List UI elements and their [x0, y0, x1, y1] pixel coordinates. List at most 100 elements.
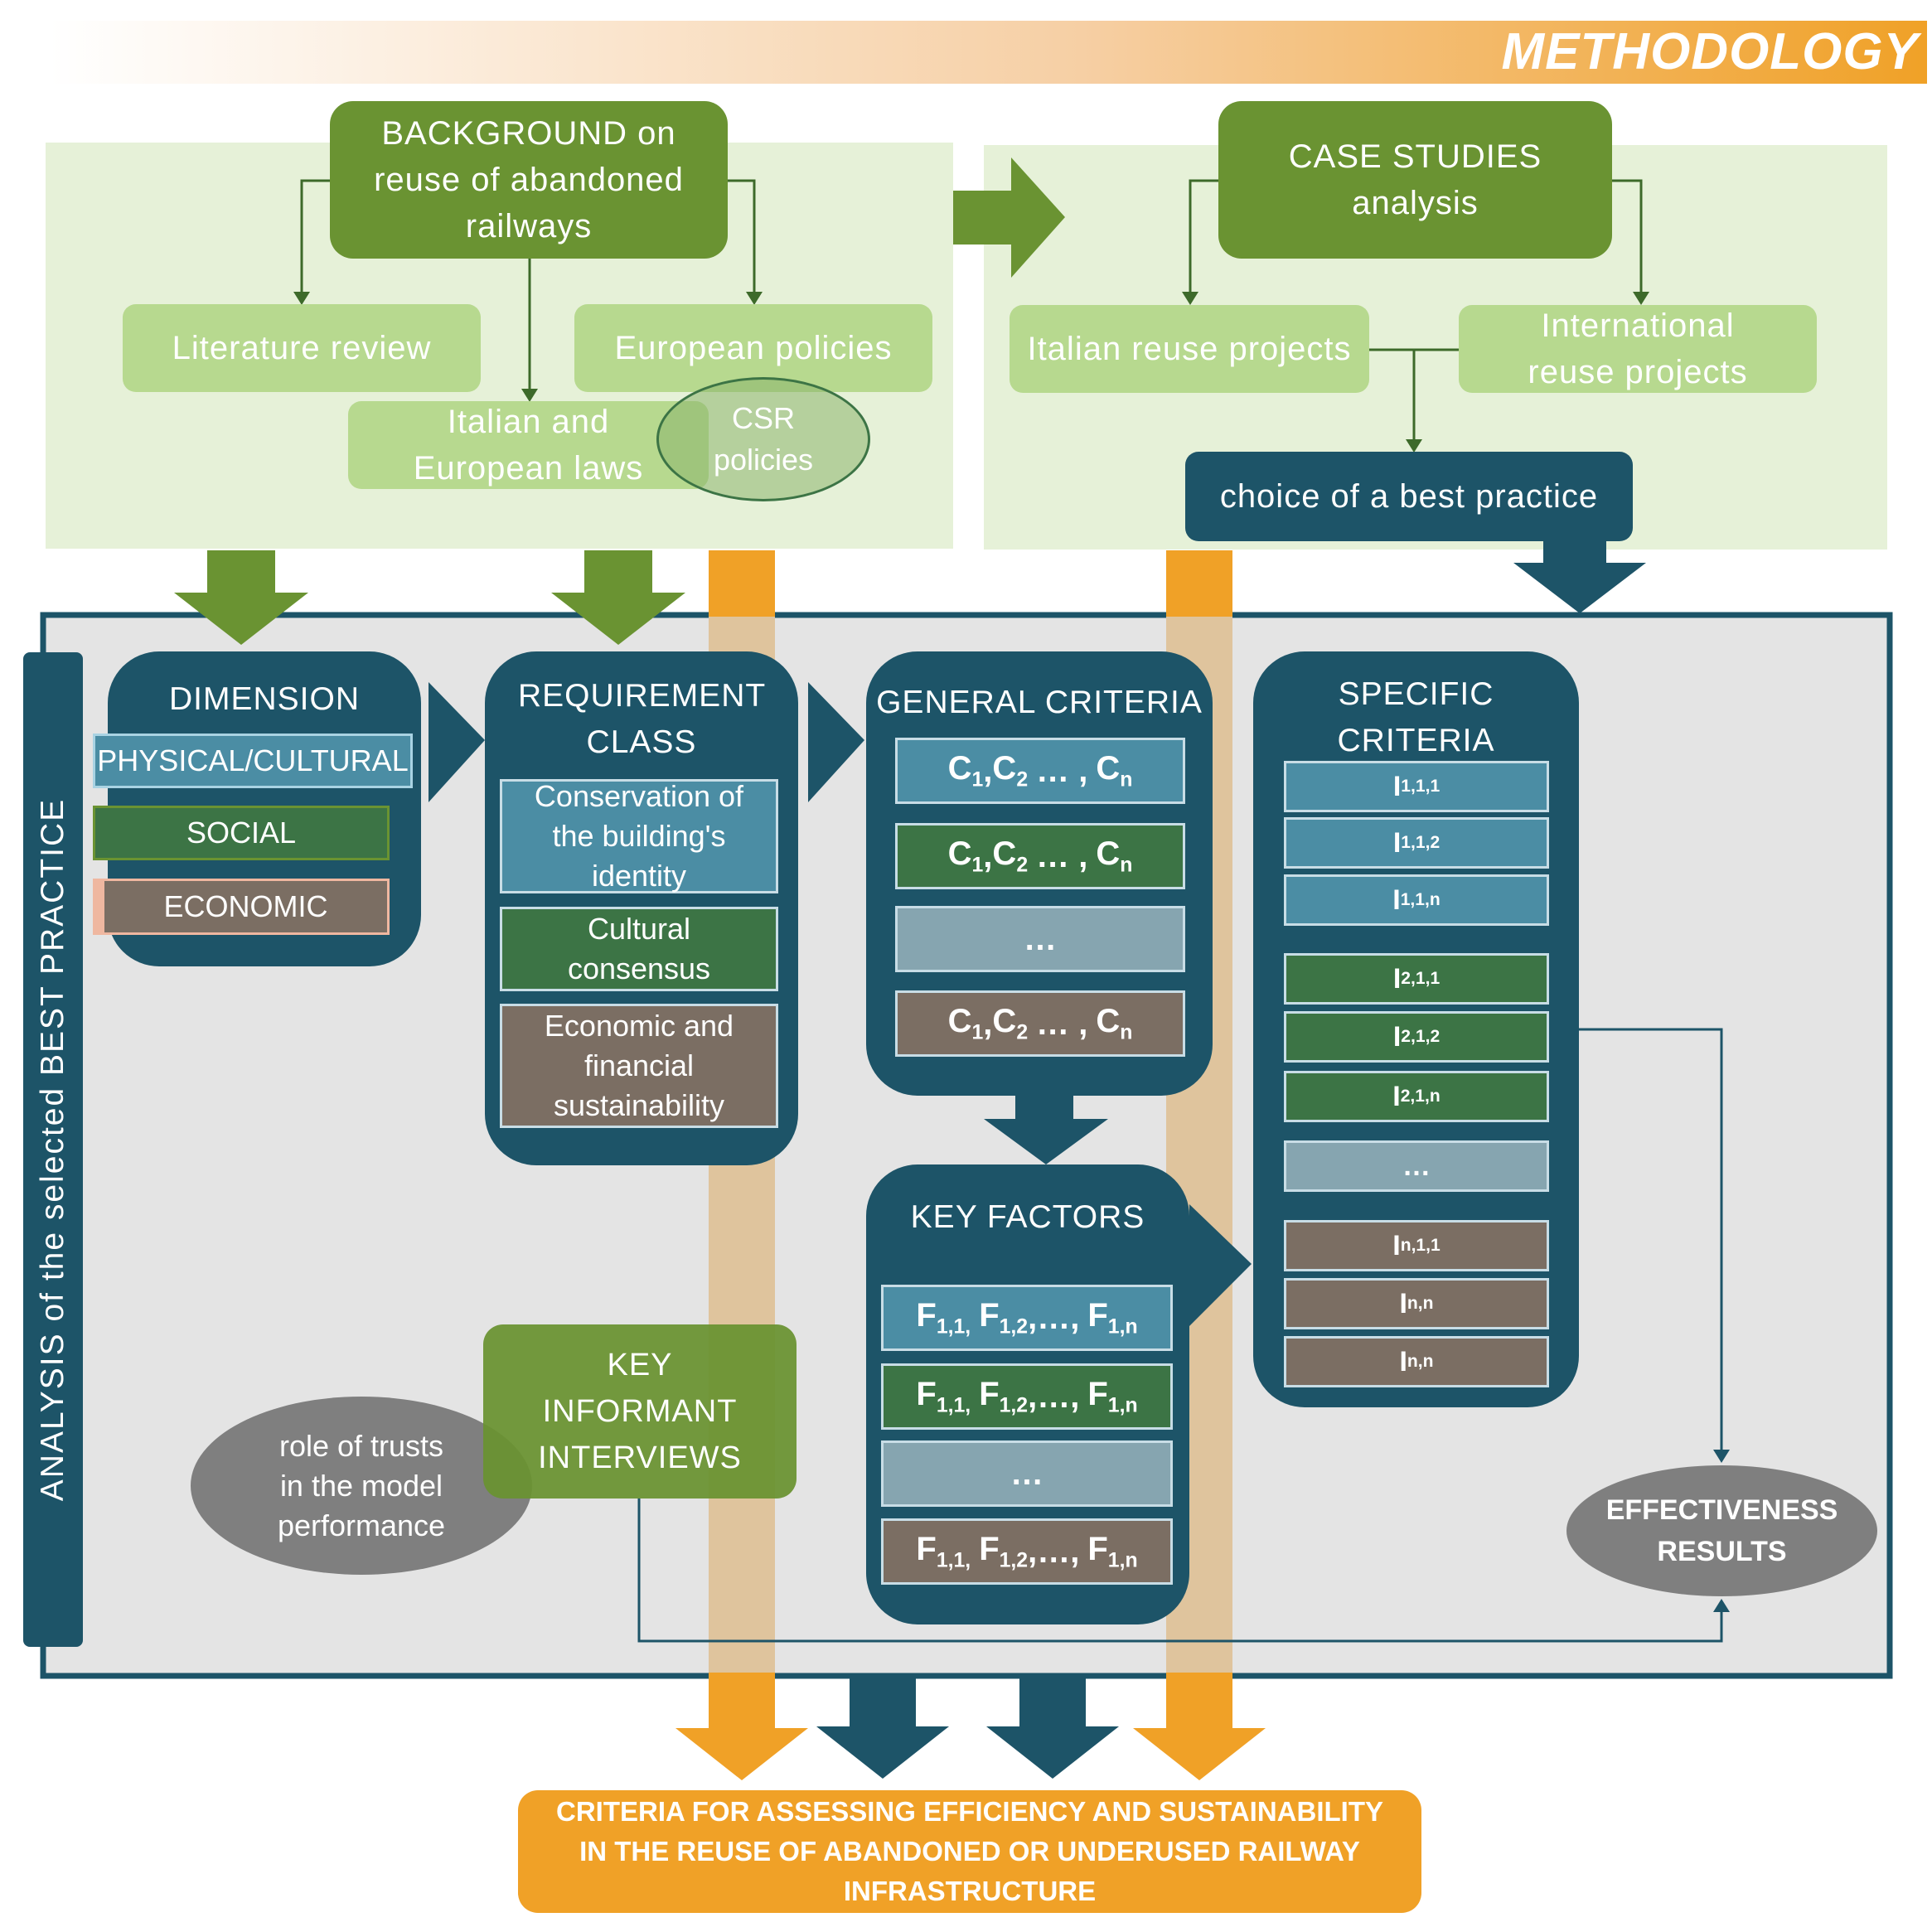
- c-ellipsis: … ,: [1036, 1005, 1088, 1042]
- key-factor-row-2: F1,1,F1,2,…,F1,n: [881, 1363, 1173, 1430]
- trusts-label: role of trusts in the model performance: [277, 1428, 446, 1542]
- green-down-1-stem: [207, 550, 275, 593]
- c-term: C2: [992, 1002, 1029, 1044]
- teal-down-2-head: [986, 1726, 1119, 1779]
- connector-case-international: [1612, 179, 1643, 294]
- green-right-head: [1011, 157, 1065, 278]
- side-label-bar: ANALYSIS of the selected BEST PRACTICE: [23, 652, 83, 1647]
- requirement-consensus-label: Cultural consensus: [567, 912, 711, 985]
- f-term: F1,n: [1087, 1296, 1138, 1339]
- case-studies-title: CASE STUDIES analysis: [1288, 138, 1542, 221]
- dimension-economic-label: ECONOMIC: [163, 889, 328, 923]
- requirement-consensus: Cultural consensus: [500, 907, 778, 991]
- background-title: BACKGROUND on reuse of abandoned railway…: [374, 115, 684, 245]
- f-term: F1,1,: [916, 1530, 971, 1572]
- c-term: Cn: [1096, 749, 1133, 792]
- connector-case-italian: [1189, 179, 1218, 294]
- green-down-2-head: [551, 593, 685, 645]
- requirement-to-general-arrow: [808, 682, 864, 802]
- general-ellipsis: …: [1024, 920, 1057, 957]
- methodology-title-text: METHODOLOGY: [1501, 22, 1919, 80]
- key-factor-row-4: F1,1,F1,2,…,F1,n: [881, 1518, 1173, 1585]
- c-ellipsis: … ,: [1036, 752, 1088, 789]
- european-policies-label: European policies: [614, 329, 893, 366]
- f-term: F1,2: [979, 1296, 1029, 1339]
- f-term: F1,2: [979, 1375, 1029, 1417]
- orange-band-left-top: [709, 550, 775, 617]
- orange-band-right-top: [1166, 550, 1232, 617]
- c-term: Cn: [1096, 835, 1133, 877]
- csr-policies-ellipse: CSR policies: [656, 377, 870, 501]
- specific-row-7: …: [1284, 1140, 1549, 1192]
- choice-best-practice-label: choice of a best practice: [1219, 477, 1599, 515]
- c-term: C1: [947, 749, 984, 792]
- f-term: F1,1,: [916, 1296, 971, 1339]
- c-sep: ,: [983, 1005, 993, 1042]
- teal-down-1-stem: [850, 1678, 916, 1728]
- general-row-3: …: [895, 906, 1185, 972]
- green-right-stem: [953, 191, 1013, 245]
- general-to-keyfactors-head: [984, 1119, 1108, 1164]
- dimension-physical: PHYSICAL/CULTURAL: [93, 734, 413, 788]
- f-mid: ,…,: [1028, 1532, 1080, 1570]
- choice-best-practice-box: choice of a best practice: [1185, 452, 1633, 541]
- dimension-to-requirement-arrow: [429, 682, 485, 802]
- literature-review-label: Literature review: [172, 329, 432, 366]
- requirement-economic-label: Economic and financial sustainability: [544, 1009, 734, 1122]
- key-factor-row-3: …: [881, 1440, 1173, 1507]
- orange-arrow-left: [675, 1728, 808, 1780]
- output-criteria-label: CRITERIA FOR ASSESSING EFFICIENCY AND SU…: [555, 1796, 1383, 1906]
- background-title-box: BACKGROUND on reuse of abandoned railway…: [330, 101, 728, 259]
- c-term: C1: [947, 835, 984, 877]
- green-down-2-stem: [584, 550, 652, 593]
- effectiveness-ellipse: EFFECTIVENESS RESULTS: [1566, 1465, 1877, 1596]
- requirement-conservation-label: Conservation of the building's identity: [534, 779, 744, 893]
- teal-down-1-head: [816, 1726, 949, 1779]
- green-down-1-head: [174, 593, 308, 645]
- c-term: C1: [947, 1002, 984, 1044]
- key-factors-title: KEY FACTORS: [910, 1199, 1145, 1235]
- methodology-banner: [50, 21, 1927, 84]
- orange-band-left-bottom: [709, 1673, 775, 1731]
- csr-policies-label: CSR policies: [713, 401, 814, 477]
- international-projects-label: International reuse projects: [1528, 307, 1748, 390]
- general-row-2: C1, C2… ,Cn: [895, 823, 1185, 889]
- key-factor-row-1: F1,1,F1,2,…,F1,n: [881, 1285, 1173, 1351]
- c-term: C2: [992, 835, 1029, 877]
- connector-background-policies: [728, 179, 756, 294]
- dimension-economic: ECONOMIC: [93, 879, 390, 935]
- italian-projects-label: Italian reuse projects: [1027, 330, 1352, 367]
- key-factors-ellipsis: …: [1010, 1455, 1043, 1492]
- requirement-title: REQUIREMENT CLASS: [518, 678, 767, 760]
- case-studies-title-box: CASE STUDIES analysis: [1218, 101, 1612, 259]
- laws-box: Italian and European laws: [348, 401, 709, 489]
- effectiveness-label: EFFECTIVENESS RESULTS: [1605, 1494, 1838, 1567]
- literature-review-box: Literature review: [123, 304, 481, 392]
- output-criteria-box: CRITERIA FOR ASSESSING EFFICIENCY AND SU…: [518, 1790, 1421, 1913]
- italian-projects-box: Italian reuse projects: [1010, 305, 1369, 393]
- interviews-box: KEY INFORMANT INTERVIEWS: [483, 1324, 797, 1499]
- choice-down-head: [1513, 563, 1646, 613]
- f-mid: ,…,: [1028, 1377, 1080, 1415]
- international-projects-box: International reuse projects: [1459, 305, 1817, 393]
- connector-background-literature: [300, 179, 330, 294]
- dimension-title: DIMENSION: [168, 681, 360, 717]
- f-term: F1,n: [1087, 1530, 1138, 1572]
- f-term: F1,1,: [916, 1375, 971, 1417]
- keyfactors-to-specific-arrow: [1189, 1204, 1252, 1326]
- f-mid: ,…,: [1028, 1299, 1080, 1336]
- general-row-1: C1, C2… ,Cn: [895, 738, 1185, 804]
- c-term: C2: [992, 749, 1029, 792]
- interviews-title: KEY INFORMANT INTERVIEWS: [538, 1348, 742, 1475]
- general-criteria-title: GENERAL CRITERIA: [876, 685, 1203, 720]
- c-term: Cn: [1096, 1002, 1133, 1044]
